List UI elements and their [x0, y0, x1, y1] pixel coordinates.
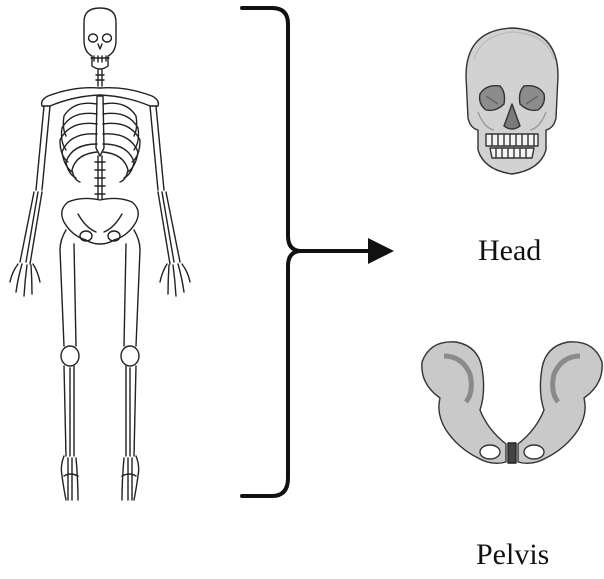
skull-icon	[466, 28, 558, 174]
arrow-icon	[298, 238, 394, 264]
right-brace	[242, 8, 300, 496]
pelvis-icon	[422, 342, 602, 464]
skeleton-icon	[10, 8, 190, 500]
pelvis-label: Pelvis	[476, 540, 549, 570]
head-label: Head	[478, 236, 541, 266]
